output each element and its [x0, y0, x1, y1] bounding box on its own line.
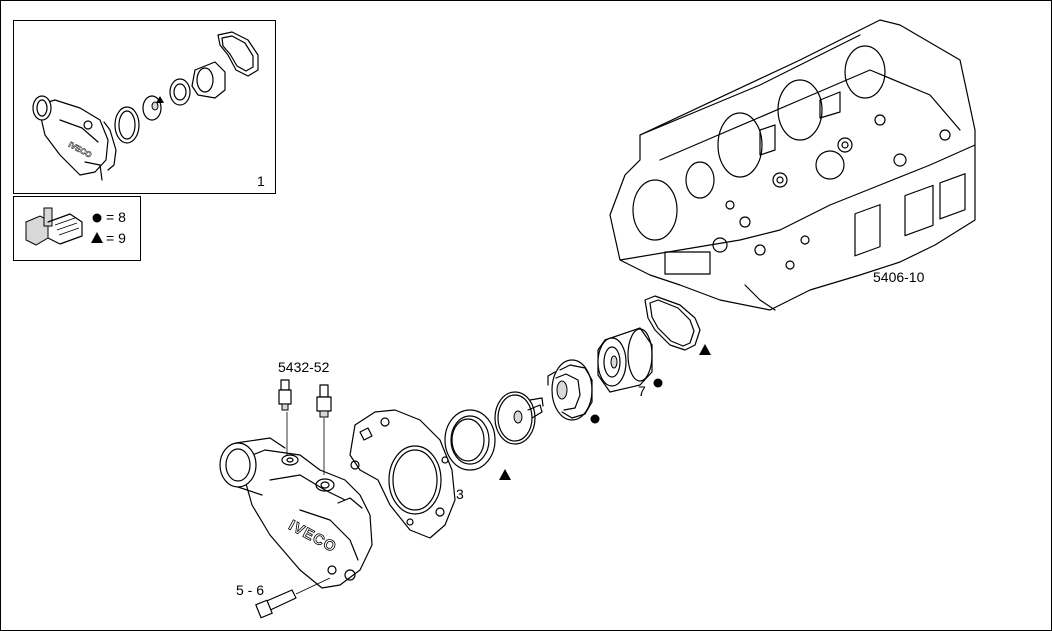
pump-gasket-drawing	[644, 295, 701, 351]
legend-frame	[13, 196, 141, 261]
inset-assembly-drawing	[32, 31, 259, 181]
legend-pump-icon	[25, 207, 83, 246]
triangle-marker-o-ring	[499, 469, 511, 480]
sensor-right-drawing	[316, 384, 332, 475]
callout-bolt: 5 - 6	[236, 582, 265, 598]
impeller-drawing	[547, 359, 593, 421]
back-plate-gasket-drawing	[349, 409, 456, 539]
callout-engine-block: 5406-10	[873, 269, 925, 285]
callout-sensors: 5432-52	[278, 359, 330, 375]
seal-disk-drawing	[494, 391, 544, 445]
circle-marker-impeller	[590, 414, 600, 424]
engine-block-drawing	[609, 19, 976, 311]
legend-triangle-marker	[91, 232, 103, 243]
callout-gasket: 3	[456, 486, 464, 502]
legend-circle-marker	[92, 213, 102, 223]
callout-impeller: 7	[638, 383, 646, 399]
o-ring-drawing	[444, 409, 496, 471]
legend-circle-label: = 8	[106, 209, 126, 225]
inset-number-label: 1	[257, 173, 265, 189]
pump-bearing-drawing	[597, 327, 653, 393]
pump-housing-drawing	[219, 437, 373, 589]
sensor-left-drawing	[278, 379, 292, 455]
legend-triangle-label: = 9	[106, 230, 126, 246]
triangle-marker-gasket	[699, 344, 711, 355]
bolt-drawing	[255, 577, 331, 619]
inset-assembly-frame	[13, 20, 276, 194]
circle-marker-bearing	[653, 378, 663, 388]
